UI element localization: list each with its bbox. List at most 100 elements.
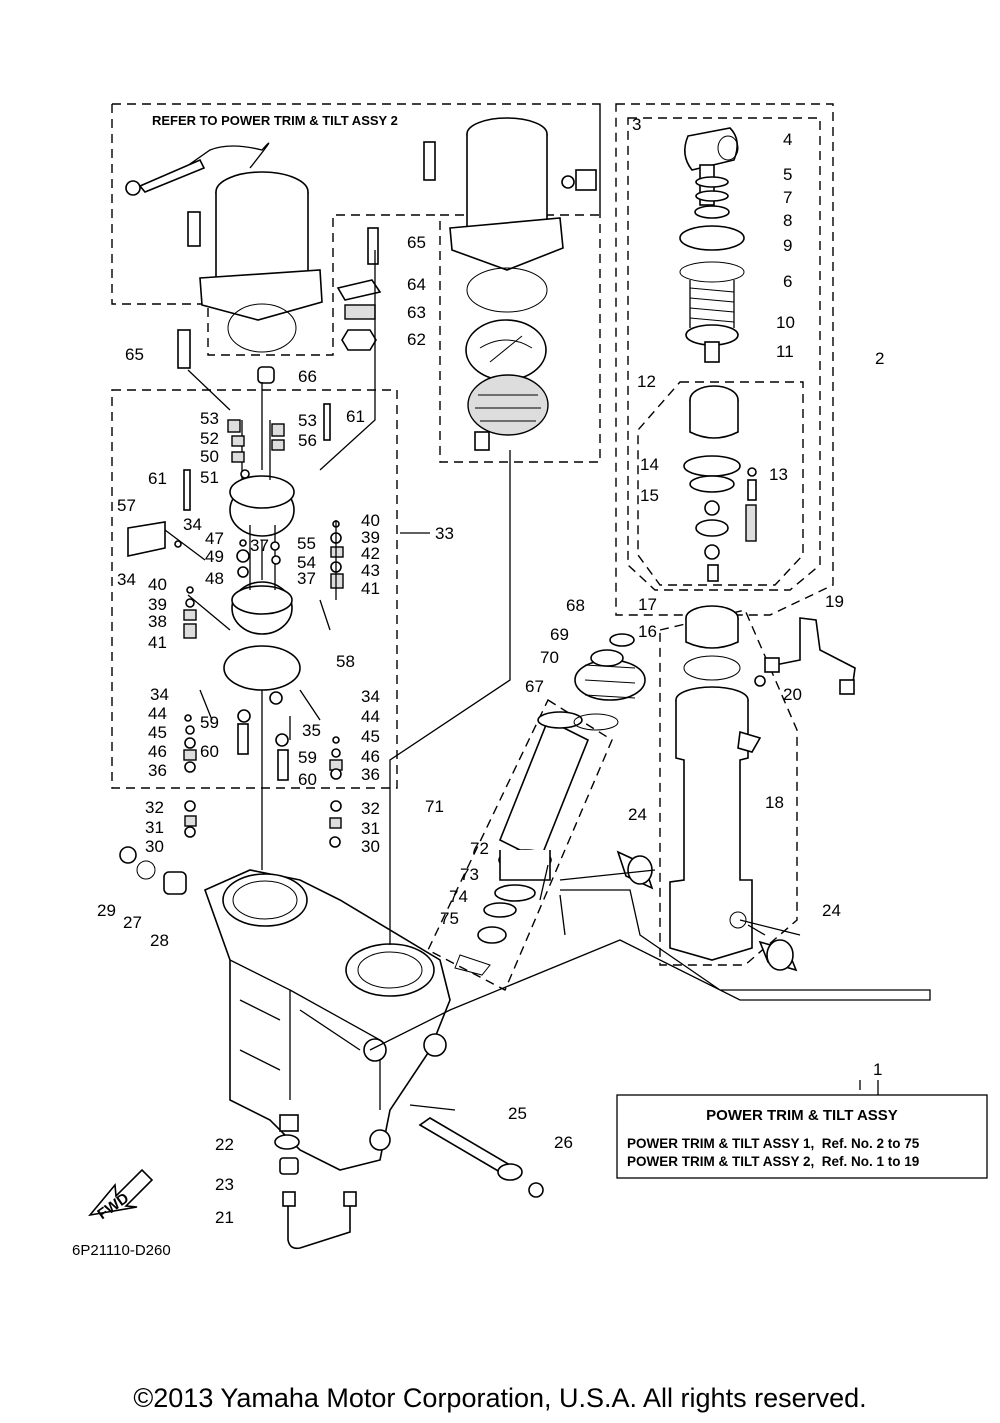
callout-54: 54 bbox=[297, 553, 316, 572]
callout-34-b: 34 bbox=[117, 570, 136, 589]
diagram-code: 6P21110-D260 bbox=[72, 1242, 171, 1259]
callout-56: 56 bbox=[298, 431, 317, 450]
callout-13: 13 bbox=[769, 465, 788, 484]
callout-34-c: 34 bbox=[150, 685, 169, 704]
trim-rod-assembly bbox=[454, 633, 646, 976]
valve-block-upper bbox=[127, 403, 331, 691]
callout-46-a: 46 bbox=[148, 742, 167, 761]
callout-17: 17 bbox=[638, 595, 657, 614]
callout-70: 70 bbox=[540, 648, 559, 667]
callout-72: 72 bbox=[470, 839, 489, 858]
callout-36-a: 36 bbox=[148, 761, 167, 780]
callout-43: 43 bbox=[361, 561, 380, 580]
callout-5: 5 bbox=[783, 165, 792, 184]
assembly-title: POWER TRIM & TILT ASSY bbox=[706, 1107, 898, 1124]
callout-58: 58 bbox=[336, 652, 355, 671]
callout-53-b: 53 bbox=[298, 411, 317, 430]
callout-46-b: 46 bbox=[361, 747, 380, 766]
callout-27: 27 bbox=[123, 913, 142, 932]
callout-37-a: 37 bbox=[250, 536, 269, 555]
callout-51: 51 bbox=[200, 468, 219, 487]
callout-34-a: 34 bbox=[183, 515, 202, 534]
callout-29: 29 bbox=[97, 901, 116, 920]
callout-45-a: 45 bbox=[148, 723, 167, 742]
assembly-line-1: POWER TRIM & TILT ASSY 1, Ref. No. 2 to … bbox=[627, 1136, 920, 1151]
callout-74: 74 bbox=[449, 887, 468, 906]
callout-32-b: 32 bbox=[361, 799, 380, 818]
callout-31-a: 31 bbox=[145, 818, 164, 837]
callout-18: 18 bbox=[765, 793, 784, 812]
callout-42: 42 bbox=[361, 544, 380, 563]
callout-24-b: 24 bbox=[822, 901, 841, 920]
callout-60-b: 60 bbox=[298, 770, 317, 789]
cylinder-group-outline bbox=[615, 103, 834, 616]
small-parts-62-66 bbox=[177, 227, 382, 384]
callout-3: 3 bbox=[632, 115, 641, 134]
callout-44-a: 44 bbox=[148, 704, 167, 723]
callout-47: 47 bbox=[205, 529, 224, 548]
assembly-legend-box: 1 POWER TRIM & TILT ASSY POWER TRIM & TI… bbox=[616, 1060, 988, 1179]
bottom-parts bbox=[274, 1117, 544, 1250]
callout-22: 22 bbox=[215, 1135, 234, 1154]
callout-25: 25 bbox=[508, 1104, 527, 1123]
callout-30-a: 30 bbox=[145, 837, 164, 856]
callout-59-a: 59 bbox=[200, 713, 219, 732]
callout-61-a: 61 bbox=[346, 407, 365, 426]
header-note: REFER TO POWER TRIM & TILT ASSY 2 bbox=[152, 113, 398, 128]
callout-24-a: 24 bbox=[628, 805, 647, 824]
callout-39-b: 39 bbox=[148, 595, 167, 614]
callout-60-a: 60 bbox=[200, 742, 219, 761]
callout-41-a: 41 bbox=[361, 579, 380, 598]
callout-35: 35 bbox=[302, 721, 321, 740]
callout-40-b: 40 bbox=[148, 575, 167, 594]
callout-50: 50 bbox=[200, 447, 219, 466]
callout-38: 38 bbox=[148, 612, 167, 631]
trim-motor-right bbox=[423, 117, 597, 313]
pipe-19 bbox=[754, 617, 856, 695]
callout-26: 26 bbox=[554, 1133, 573, 1152]
callout-65-a: 65 bbox=[407, 233, 426, 252]
piston-group-outline bbox=[627, 117, 821, 591]
callout-73: 73 bbox=[460, 865, 479, 884]
filter-plates bbox=[465, 319, 549, 451]
valve-group-outline bbox=[111, 389, 398, 789]
callout-8: 8 bbox=[783, 211, 792, 230]
callout-10: 10 bbox=[776, 313, 795, 332]
callout-41-b: 41 bbox=[148, 633, 167, 652]
callout-19: 19 bbox=[825, 592, 844, 611]
leader-lines bbox=[164, 250, 931, 1111]
valve-small-parts bbox=[174, 419, 344, 848]
callout-2: 2 bbox=[875, 349, 884, 368]
fwd-arrow: FWD bbox=[87, 1168, 154, 1223]
assembly-line-2: POWER TRIM & TILT ASSY 2, Ref. No. 1 to … bbox=[627, 1154, 919, 1169]
callout-48: 48 bbox=[205, 569, 224, 588]
callout-66: 66 bbox=[298, 367, 317, 386]
callout-71: 71 bbox=[425, 797, 444, 816]
trim-motor-left bbox=[125, 142, 323, 353]
callout-9: 9 bbox=[783, 236, 792, 255]
callout-39-a: 39 bbox=[361, 528, 380, 547]
callout-37-b: 37 bbox=[297, 569, 316, 588]
callout-52: 52 bbox=[200, 429, 219, 448]
callout-44-b: 44 bbox=[361, 707, 380, 726]
callout-11: 11 bbox=[776, 342, 794, 361]
tilt-rod-outline bbox=[427, 698, 613, 991]
main-cylinder-outline bbox=[659, 609, 798, 966]
callout-20: 20 bbox=[783, 685, 802, 704]
callout-65-b: 65 bbox=[125, 345, 144, 364]
callout-6: 6 bbox=[783, 272, 792, 291]
callout-21: 21 bbox=[215, 1208, 234, 1227]
swivel-bracket bbox=[203, 869, 451, 1171]
callout-4: 4 bbox=[783, 130, 792, 149]
callout-61-b: 61 bbox=[148, 469, 167, 488]
small-parts-27-29 bbox=[119, 846, 187, 895]
callout-28: 28 bbox=[150, 931, 169, 950]
callout-67: 67 bbox=[525, 677, 544, 696]
callout-7: 7 bbox=[783, 188, 792, 207]
callout-33: 33 bbox=[435, 524, 454, 543]
callout-75: 75 bbox=[440, 909, 459, 928]
callout-57: 57 bbox=[117, 496, 136, 515]
callout-16: 16 bbox=[638, 622, 657, 641]
callout-23: 23 bbox=[215, 1175, 234, 1194]
